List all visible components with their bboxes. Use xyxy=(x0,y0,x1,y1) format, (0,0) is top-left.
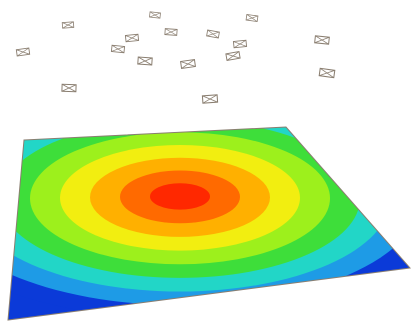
camera-marker-icon xyxy=(318,67,336,79)
camera-marker-icon xyxy=(137,56,153,66)
camera-marker-icon xyxy=(180,59,196,69)
camera-marker-icon xyxy=(15,47,31,57)
camera-marker-icon xyxy=(314,35,330,45)
camera-marker-icon xyxy=(201,94,219,104)
camera-marker-icon xyxy=(61,83,77,93)
camera-markers xyxy=(15,11,336,104)
camera-marker-icon xyxy=(164,28,178,36)
contour-band xyxy=(150,183,210,210)
camera-marker-icon xyxy=(225,51,241,61)
camera-marker-icon xyxy=(245,14,259,22)
scalar-field-plane xyxy=(8,127,410,320)
camera-marker-icon xyxy=(124,33,140,43)
camera-marker-icon xyxy=(149,11,161,19)
plane-outline xyxy=(7,126,411,321)
camera-marker-icon xyxy=(206,29,220,39)
camera-marker-icon xyxy=(61,21,75,29)
camera-marker-icon xyxy=(110,44,126,54)
camera-marker-icon xyxy=(232,39,248,49)
